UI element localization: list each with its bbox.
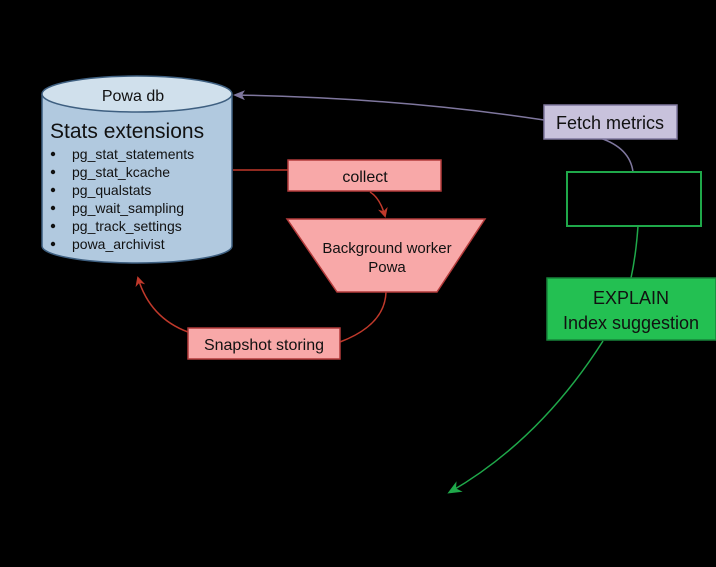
worker-label-line2: Powa <box>368 259 406 276</box>
background-worker-node: Background worker Powa <box>285 218 487 293</box>
edge-explain-out <box>447 340 604 494</box>
extension-bullet <box>50 241 56 247</box>
collect-label: collect <box>342 169 388 186</box>
edge-worker-to-snapshot <box>339 291 387 343</box>
snapshot-storing-box: Snapshot storing <box>187 327 341 360</box>
explain-label-line2: Index suggestion <box>563 313 699 333</box>
edges <box>135 90 639 494</box>
edge-box-to-explain <box>630 225 639 279</box>
db-subtitle: Stats extensions <box>50 120 204 143</box>
extension-item: pg_qualstats <box>72 182 151 198</box>
powa-db-cylinder: Powa db Stats extensions pg_stat_stateme… <box>41 75 233 264</box>
worker-trapezoid <box>285 218 487 293</box>
edge-snapshot-to-db <box>135 276 189 333</box>
explain-box: EXPLAIN Index suggestion <box>546 277 716 341</box>
db-title: Powa db <box>102 88 164 105</box>
edge-box-to-fetch <box>599 137 634 173</box>
empty-box <box>566 171 702 227</box>
extension-item: pg_stat_kcache <box>72 164 170 180</box>
extension-item: powa_archivist <box>72 236 165 252</box>
cylinder-top <box>41 75 233 113</box>
extension-bullet <box>50 169 56 175</box>
extension-bullet <box>50 223 56 229</box>
extension-bullet <box>50 205 56 211</box>
edge-fetch-to-db <box>233 90 545 121</box>
extension-item: pg_stat_statements <box>72 146 194 162</box>
extension-item: pg_track_settings <box>72 218 182 234</box>
collect-box: collect <box>287 159 442 192</box>
cylinder-body <box>41 94 233 264</box>
explain-label-line1: EXPLAIN <box>593 288 669 308</box>
worker-label-line1: Background worker <box>322 240 451 257</box>
extension-bullet <box>50 151 56 157</box>
fetch-metrics-box: Fetch metrics <box>543 104 678 140</box>
extension-bullet <box>50 187 56 193</box>
extension-item: pg_wait_sampling <box>72 200 184 216</box>
snapshot-label: Snapshot storing <box>204 337 324 354</box>
edge-collect-to-worker <box>369 191 388 218</box>
fetch-label: Fetch metrics <box>556 113 664 133</box>
extension-list: pg_stat_statements pg_stat_kcache pg_quals… <box>50 146 194 252</box>
